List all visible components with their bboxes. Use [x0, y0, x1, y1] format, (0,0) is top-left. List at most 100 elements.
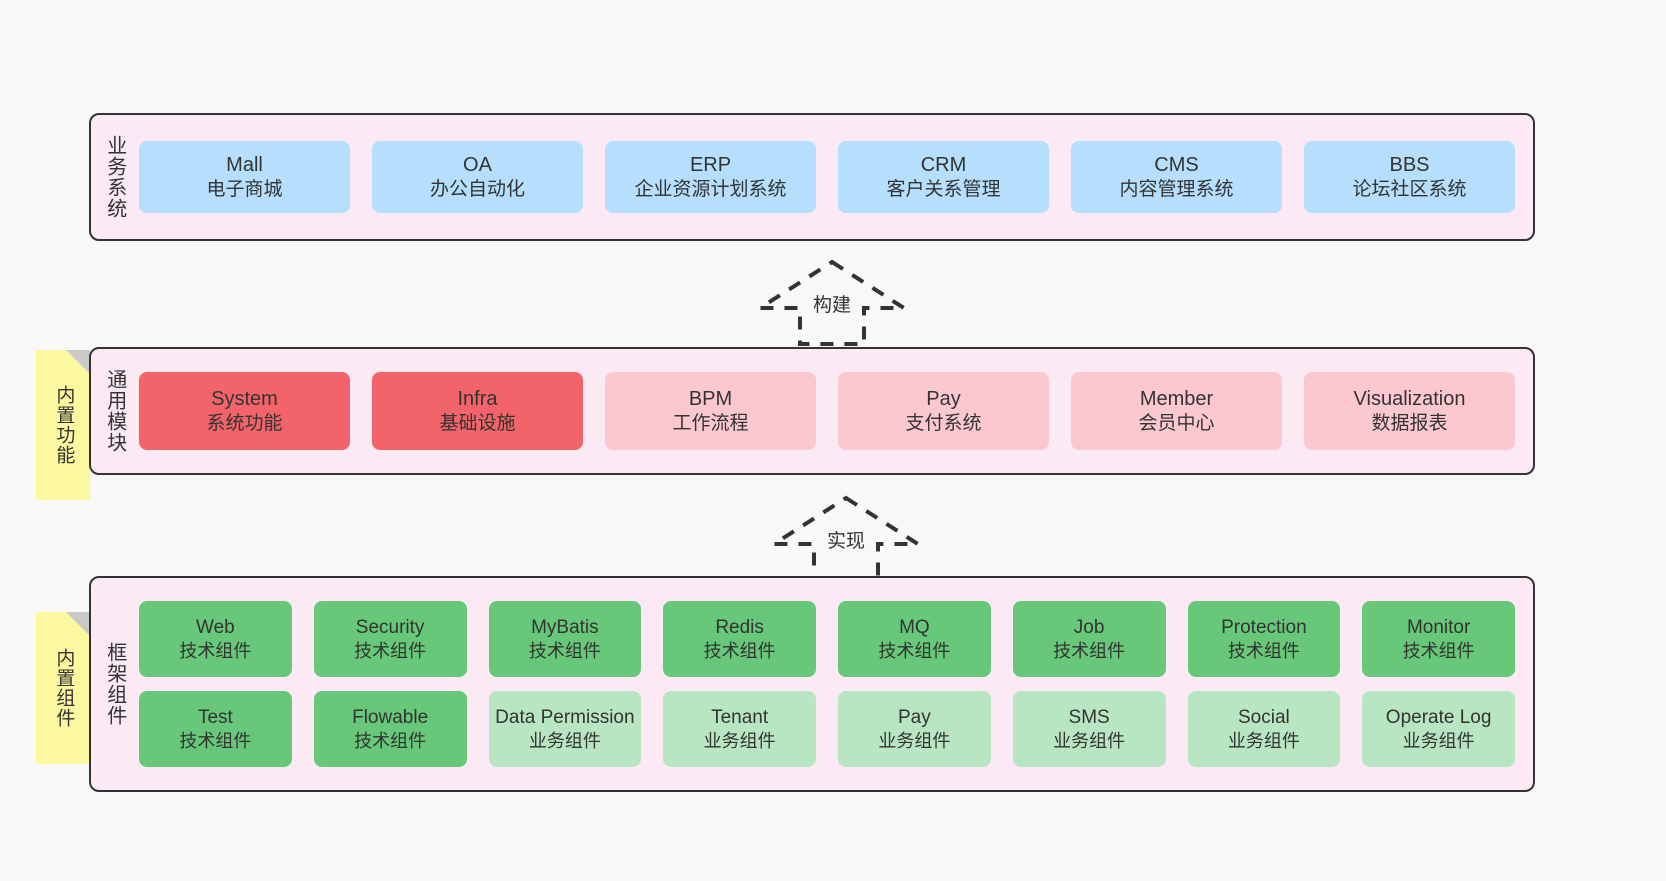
- card-subtitle: 技术组件: [354, 640, 427, 661]
- card-mall[interactable]: Mall 电子商城: [139, 141, 350, 213]
- layer-body-common-modules: System 系统功能 Infra 基础设施 BPM 工作流程 Pay 支付系统…: [137, 349, 1533, 473]
- card-erp[interactable]: ERP 企业资源计划系统: [605, 141, 816, 213]
- card-subtitle: 系统功能: [206, 412, 283, 434]
- card-job[interactable]: Job 技术组件: [1012, 601, 1166, 677]
- card-infra[interactable]: Infra 基础设施: [372, 372, 583, 450]
- card-web[interactable]: Web 技术组件: [139, 601, 292, 677]
- card-subtitle: 业务组件: [878, 730, 951, 751]
- layer-common-modules: 通用模块 System 系统功能 Infra 基础设施 BPM 工作流程 Pay…: [89, 347, 1535, 475]
- card-pay[interactable]: Pay 支付系统: [838, 372, 1049, 450]
- card-subtitle: 技术组件: [1402, 640, 1475, 661]
- card-subtitle: 论坛社区系统: [1352, 178, 1467, 200]
- card-title: Pay: [926, 387, 961, 410]
- card-title: Test: [197, 706, 233, 728]
- card-pay-business[interactable]: Pay 业务组件: [838, 691, 991, 767]
- card-security[interactable]: Security 技术组件: [313, 601, 467, 677]
- card-subtitle: 技术组件: [1053, 640, 1126, 661]
- card-social[interactable]: Social 业务组件: [1187, 691, 1341, 767]
- card-tenant[interactable]: Tenant 业务组件: [663, 691, 816, 767]
- layer-framework-components: 框架组件 Web 技术组件 Security 技术组件 MyBatis 技术组件…: [89, 576, 1535, 792]
- card-subtitle: 业务组件: [528, 730, 601, 751]
- layer-body-framework-components: Web 技术组件 Security 技术组件 MyBatis 技术组件 Redi…: [137, 578, 1533, 790]
- card-subtitle: 技术组件: [1227, 640, 1300, 661]
- card-title: Data Permission: [495, 706, 635, 728]
- arrow-build-label: 构建: [812, 295, 851, 316]
- card-title: ERP: [689, 153, 732, 176]
- layer-business-system: 业务系统 Mall 电子商城 OA 办公自动化 ERP 企业资源计划系统 CRM…: [89, 113, 1535, 241]
- note-label: 内置组件: [53, 648, 75, 728]
- card-title: Tenant: [711, 706, 769, 728]
- card-title: Monitor: [1406, 616, 1471, 638]
- card-title: BBS: [1389, 153, 1430, 176]
- card-title: Member: [1139, 387, 1214, 410]
- card-title: Mall: [226, 153, 263, 176]
- card-title: MyBatis: [531, 616, 599, 638]
- card-bbs[interactable]: BBS 论坛社区系统: [1304, 141, 1515, 213]
- layer-title-common-modules: 通用模块: [103, 369, 126, 453]
- card-row: Test 技术组件 Flowable 技术组件 Data Permission …: [139, 691, 1515, 767]
- card-test[interactable]: Test 技术组件: [139, 691, 292, 767]
- card-title: Protection: [1221, 616, 1307, 638]
- card-subtitle: 基础设施: [439, 412, 516, 434]
- card-subtitle: 数据报表: [1371, 412, 1448, 434]
- card-title: Pay: [898, 706, 931, 728]
- card-subtitle: 业务组件: [1227, 730, 1300, 751]
- card-subtitle: 业务组件: [703, 730, 776, 751]
- card-subtitle: 支付系统: [905, 412, 982, 434]
- card-redis[interactable]: Redis 技术组件: [663, 601, 816, 677]
- card-subtitle: 客户关系管理: [886, 178, 1001, 200]
- card-title: System: [211, 387, 278, 410]
- card-subtitle: 技术组件: [179, 730, 252, 751]
- layer-title-framework-components: 框架组件: [103, 642, 126, 726]
- card-visualization[interactable]: Visualization 数据报表: [1304, 372, 1515, 450]
- layer-body-business-system: Mall 电子商城 OA 办公自动化 ERP 企业资源计划系统 CRM 客户关系…: [137, 115, 1533, 239]
- card-crm[interactable]: CRM 客户关系管理: [838, 141, 1049, 213]
- card-row: Mall 电子商城 OA 办公自动化 ERP 企业资源计划系统 CRM 客户关系…: [139, 141, 1515, 213]
- card-data-permission[interactable]: Data Permission 业务组件: [488, 691, 642, 767]
- card-title: MQ: [899, 616, 930, 638]
- card-subtitle: 技术组件: [354, 730, 427, 751]
- card-subtitle: 业务组件: [1053, 730, 1126, 751]
- card-protection[interactable]: Protection 技术组件: [1187, 601, 1341, 677]
- card-title: CMS: [1154, 153, 1199, 176]
- card-subtitle: 技术组件: [179, 640, 252, 661]
- card-system[interactable]: System 系统功能: [139, 372, 350, 450]
- card-title: CRM: [920, 153, 967, 176]
- card-bpm[interactable]: BPM 工作流程: [605, 372, 816, 450]
- card-title: Web: [196, 616, 235, 638]
- note-builtin-features: 内置功能: [36, 350, 90, 500]
- card-title: Flowable: [352, 706, 429, 728]
- card-subtitle: 办公自动化: [429, 178, 525, 200]
- card-cms[interactable]: CMS 内容管理系统: [1071, 141, 1282, 213]
- card-oa[interactable]: OA 办公自动化: [372, 141, 583, 213]
- card-subtitle: 技术组件: [528, 640, 601, 661]
- card-row: System 系统功能 Infra 基础设施 BPM 工作流程 Pay 支付系统…: [139, 372, 1515, 450]
- card-sms[interactable]: SMS 业务组件: [1012, 691, 1166, 767]
- card-operate-log[interactable]: Operate Log 业务组件: [1362, 691, 1515, 767]
- card-title: Redis: [715, 616, 764, 638]
- card-title: Infra: [457, 387, 498, 410]
- card-subtitle: 业务组件: [1402, 730, 1475, 751]
- card-row: Web 技术组件 Security 技术组件 MyBatis 技术组件 Redi…: [139, 601, 1515, 677]
- arrow-build: 构建: [754, 258, 910, 348]
- card-title: OA: [463, 153, 492, 176]
- card-monitor[interactable]: Monitor 技术组件: [1362, 601, 1515, 677]
- card-subtitle: 电子商城: [206, 178, 283, 200]
- arrow-implement: 实现: [768, 494, 924, 584]
- card-title: Security: [355, 616, 425, 638]
- card-title: Job: [1073, 616, 1105, 638]
- card-title: Operate Log: [1385, 706, 1492, 728]
- note-builtin-components: 内置组件: [36, 612, 90, 764]
- note-label: 内置功能: [53, 385, 75, 465]
- card-title: SMS: [1068, 706, 1110, 728]
- arrow-implement-label: 实现: [826, 531, 865, 552]
- card-subtitle: 技术组件: [878, 640, 951, 661]
- card-subtitle: 会员中心: [1138, 412, 1215, 434]
- card-member[interactable]: Member 会员中心: [1071, 372, 1282, 450]
- card-flowable[interactable]: Flowable 技术组件: [313, 691, 467, 767]
- card-mq[interactable]: MQ 技术组件: [838, 601, 991, 677]
- layer-title-business-system: 业务系统: [103, 135, 126, 219]
- card-mybatis[interactable]: MyBatis 技术组件: [488, 601, 642, 677]
- card-subtitle: 工作流程: [672, 412, 749, 434]
